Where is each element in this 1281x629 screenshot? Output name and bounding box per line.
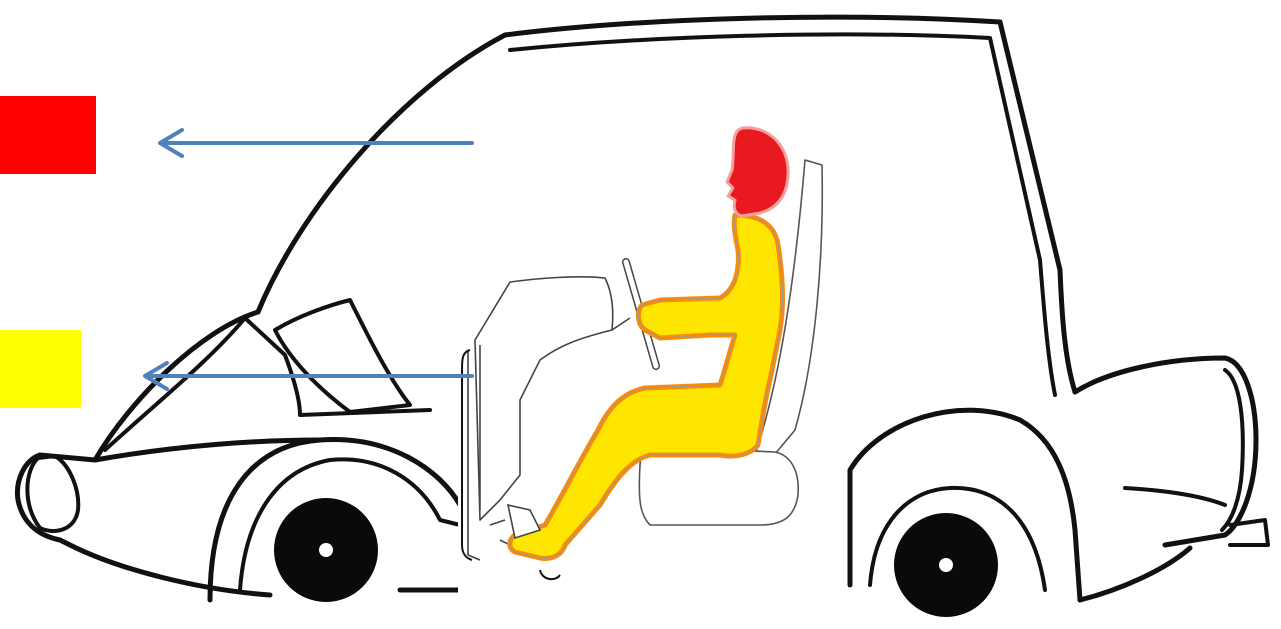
seat xyxy=(638,159,824,526)
footwell-line xyxy=(467,350,481,561)
car-exhaust xyxy=(1228,518,1270,547)
arrow-to-yellow xyxy=(143,361,474,391)
cutout-bottom-mark xyxy=(539,569,561,581)
car-rear-bumper xyxy=(1220,368,1245,532)
occupant-foot-pedal xyxy=(506,503,542,540)
yellow-swatch-icon xyxy=(0,330,81,408)
dashboard-outline xyxy=(474,275,614,521)
arrow-to-red xyxy=(158,128,474,158)
car-rear-wheel-arch-inner xyxy=(868,485,1047,592)
steering-column xyxy=(611,317,631,331)
cutout-bracket xyxy=(461,349,473,561)
car-front-wheel-arch xyxy=(238,457,462,592)
occupant xyxy=(506,126,790,561)
car-front-fender xyxy=(92,437,323,463)
car-rear-line xyxy=(1123,486,1227,507)
car-headlight xyxy=(25,454,81,533)
car-windshield-frame xyxy=(273,298,412,414)
front-wheel xyxy=(274,498,378,602)
seat-cushion xyxy=(638,446,800,526)
occupant-head xyxy=(725,126,790,218)
car-roof-outline xyxy=(255,14,1078,395)
car-rear-sill xyxy=(1077,545,1193,603)
dashboard xyxy=(467,275,631,561)
car-rear-wheel-arch xyxy=(847,407,1083,603)
car-rear-body xyxy=(1072,355,1259,548)
car-roof-inner-line xyxy=(508,32,1057,397)
car-dash-panel xyxy=(103,316,432,452)
occupant-outline xyxy=(509,214,784,559)
rear-wheel xyxy=(894,513,998,617)
red-swatch-icon xyxy=(0,96,96,174)
